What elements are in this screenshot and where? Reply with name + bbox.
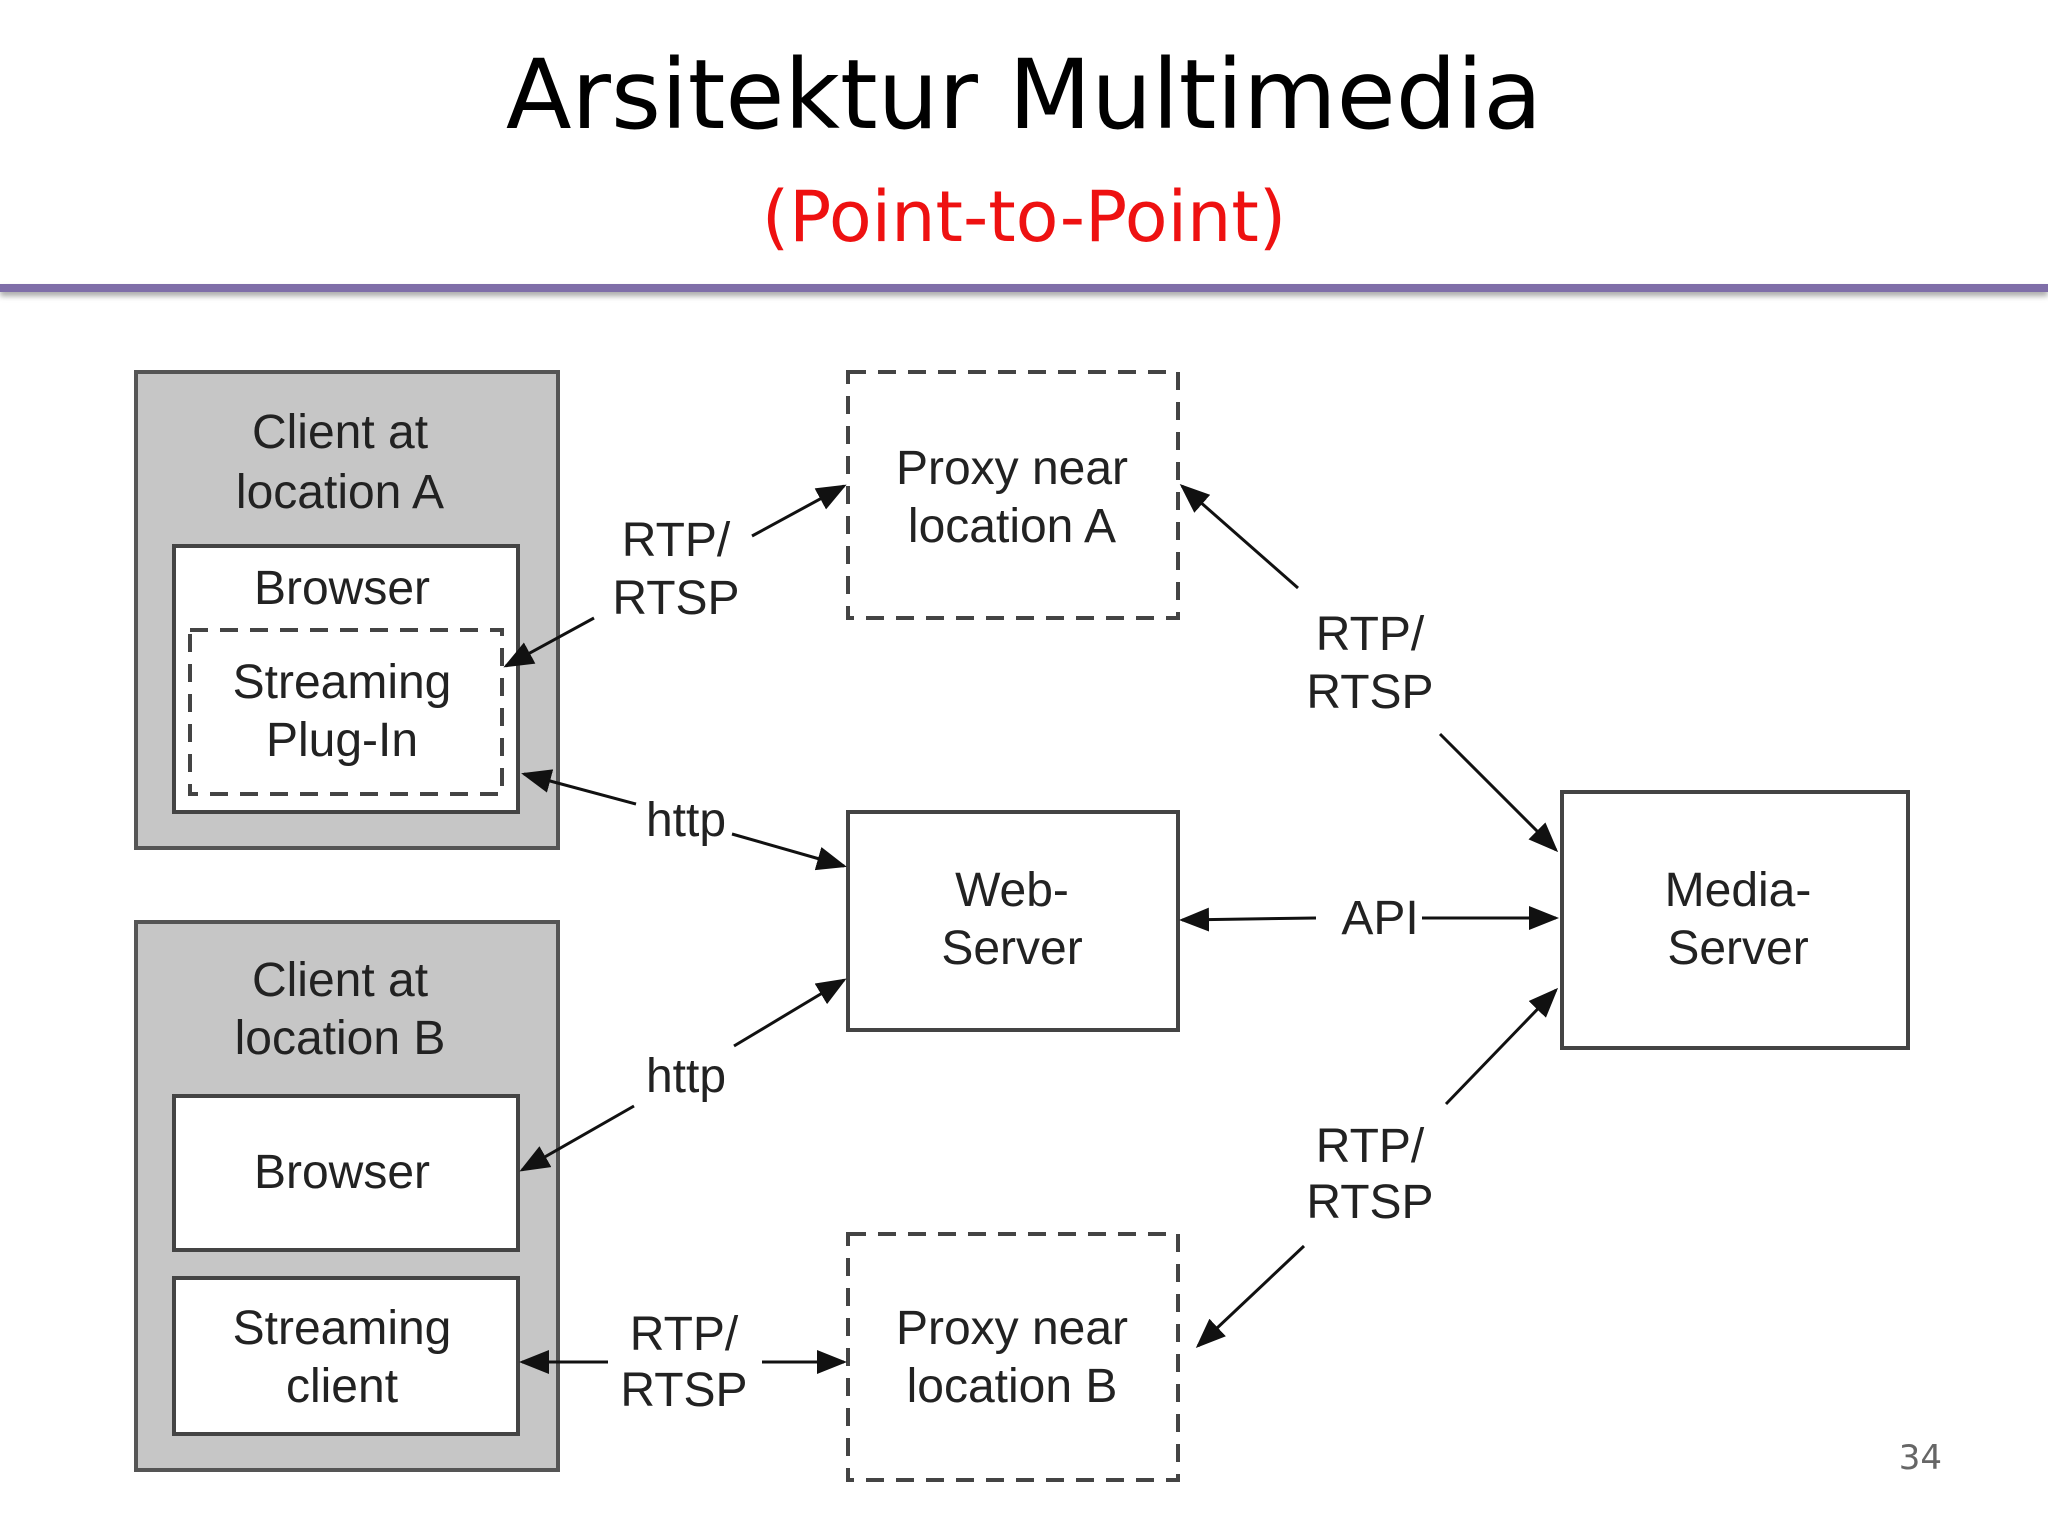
client-b-label-line2: location B [235, 1012, 446, 1065]
web-server-group: Web- Server [846, 810, 1180, 1032]
media-server-box [1560, 790, 1910, 1050]
streaming-plugin-a-label-line2: Plug-In [266, 714, 418, 767]
edge-web-server-media-server: API [1179, 892, 1559, 945]
edge-proxy-a-media-server: RTP/ RTSP [1179, 484, 1559, 853]
client-b-group: Client at location B Browser Streaming c… [134, 920, 560, 1472]
edge-browser-a-web-server: http [521, 769, 847, 871]
browser-b-box [172, 1094, 520, 1252]
edge-client-b-proxy-b-label-line1: RTP/ [630, 1308, 739, 1361]
arrow-label-to-proxy-a-upper [1179, 484, 1299, 590]
slide-subtitle: (Point-to-Point) [761, 176, 1287, 258]
media-server-label-line2: Server [1667, 922, 1808, 975]
media-server-group: Media- Server [1560, 790, 1910, 1050]
edge-web-media-label: API [1341, 892, 1418, 945]
arrow-label-to-proxy-b-lower [1195, 1244, 1306, 1349]
proxy-b-label-line2: location B [907, 1360, 1118, 1413]
streaming-plugin-a-box [188, 628, 504, 796]
web-server-label-line1: Web- [955, 864, 1069, 917]
edge-proxy-b-media-label-line2: RTSP [1306, 1176, 1433, 1229]
arrow-http-to-browser-b [519, 1104, 635, 1172]
edge-proxy-a-media-label-line2: RTSP [1306, 666, 1433, 719]
proxy-a-label-line1: Proxy near [896, 442, 1128, 495]
client-b-label-line1: Client at [252, 954, 428, 1007]
web-server-label-line2: Server [941, 922, 1082, 975]
proxy-a-label-line2: location A [908, 500, 1116, 553]
edge-plugin-a-proxy-a-label-line1: RTP/ [622, 514, 731, 567]
proxy-a-box [846, 370, 1180, 620]
edge-proxy-b-media-label-line1: RTP/ [1316, 1120, 1425, 1173]
web-server-box [846, 810, 1180, 1032]
arrow-http-to-web-server-lower [733, 978, 847, 1048]
page-number: 34 [1898, 1438, 1942, 1478]
proxy-a-group: Proxy near location A [846, 370, 1180, 620]
client-a-label-line1: Client at [252, 406, 428, 459]
client-a-label-line2: location A [236, 466, 444, 519]
edge-proxy-b-media-server: RTP/ RTSP [1195, 987, 1559, 1349]
streaming-client-b-label-line2: client [286, 1360, 398, 1413]
proxy-b-box [846, 1232, 1180, 1482]
arrow-label-to-media-server-upper [1438, 732, 1559, 853]
edge-plugin-a-proxy-a: RTP/ RTSP [503, 484, 847, 668]
browser-a-label: Browser [254, 562, 430, 615]
arrow-label-to-proxy-a [751, 484, 847, 538]
streaming-client-b-box [172, 1276, 520, 1436]
streaming-client-b-label-line1: Streaming [233, 1302, 452, 1355]
media-server-label-line1: Media- [1665, 864, 1812, 917]
edge-plugin-a-proxy-a-label-line2: RTSP [612, 572, 739, 625]
proxy-b-label-line1: Proxy near [896, 1302, 1128, 1355]
edge-browser-a-web-label: http [646, 794, 726, 847]
client-a-group: Client at location A Browser Streaming P… [134, 370, 560, 850]
browser-b-label: Browser [254, 1146, 430, 1199]
arrow-http-to-browser-a [521, 769, 637, 806]
edge-browser-b-web-label: http [646, 1050, 726, 1103]
arrow-api-to-web-server [1179, 907, 1317, 932]
title-divider [0, 284, 2048, 292]
edge-client-b-proxy-b-label-line2: RTSP [620, 1364, 747, 1417]
slide-title: Arsitektur Multimedia [505, 39, 1543, 151]
edge-browser-b-web-server: http [519, 978, 847, 1172]
arrow-label-to-media-server-lower [1444, 987, 1559, 1106]
edge-client-b-proxy-b: RTP/ RTSP [519, 1308, 847, 1417]
arrow-http-to-web-server [731, 832, 847, 871]
streaming-plugin-a-label-line1: Streaming [233, 656, 452, 709]
arrow-plugin-a-to-label [503, 616, 595, 668]
proxy-b-group: Proxy near location B [846, 1232, 1180, 1482]
edge-proxy-a-media-label-line1: RTP/ [1316, 608, 1425, 661]
